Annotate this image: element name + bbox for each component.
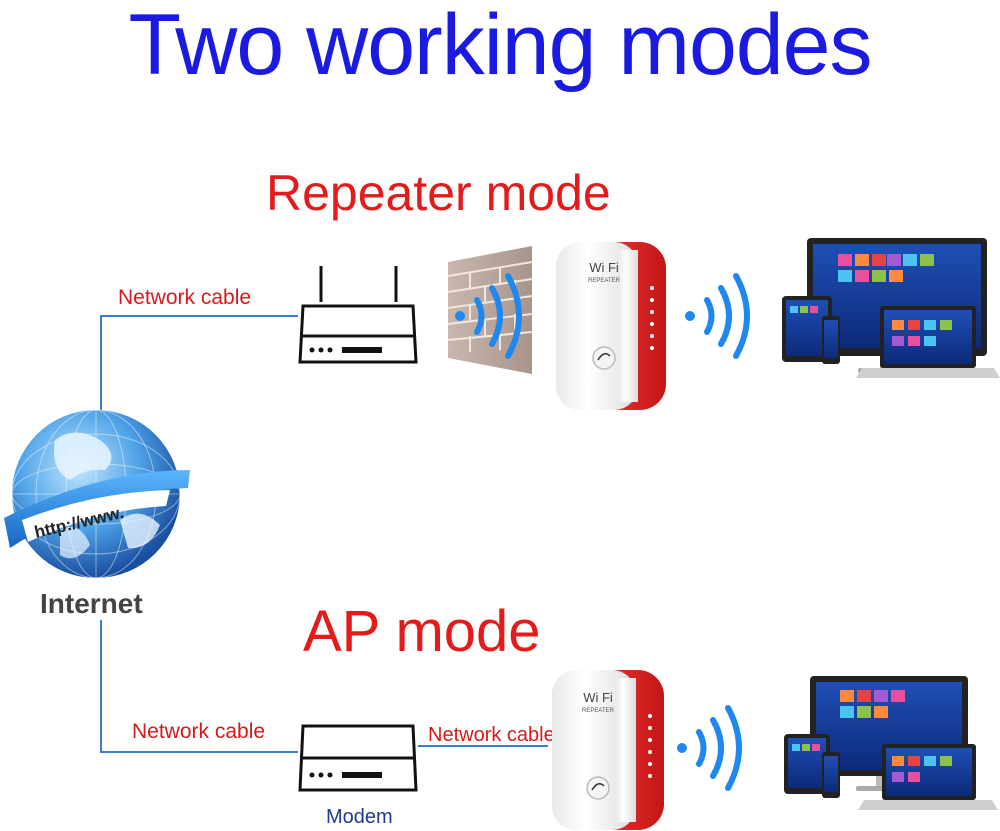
cable-top (100, 315, 298, 418)
cable-bottom (100, 620, 298, 753)
ap-cable-label-left: Network cable (132, 720, 266, 743)
router-icon (298, 266, 418, 364)
internet-label: Internet (40, 588, 143, 619)
ap-cable-label-right: Network cable (428, 724, 555, 746)
devices-icon (784, 676, 998, 810)
wifi-signal-icon (455, 273, 522, 359)
ap-mode-label: AP mode (303, 599, 541, 664)
modem-label: Modem (326, 806, 393, 828)
devices-icon (782, 238, 1000, 378)
repeater-cable-label: Network cable (118, 286, 252, 309)
modem-icon (298, 724, 418, 792)
cable-lines (100, 315, 548, 753)
repeater-sub-text: REPEATER (588, 278, 621, 284)
repeater-device-icon: Wi Fi REPEATER (556, 242, 666, 410)
ap-repeater-brand-text: Wi Fi (583, 690, 613, 705)
wifi-signal-icon (685, 273, 750, 359)
page-title: Two working modes (128, 0, 873, 93)
repeater-mode-label: Repeater mode (266, 165, 611, 221)
repeater-brand-text: Wi Fi (589, 260, 619, 275)
repeater-device-icon: Wi Fi REPEATER (552, 670, 664, 830)
ap-repeater-sub-text: REPEATER (582, 708, 615, 714)
wifi-signal-icon (677, 705, 742, 791)
globe-icon: http://www. (4, 409, 190, 579)
